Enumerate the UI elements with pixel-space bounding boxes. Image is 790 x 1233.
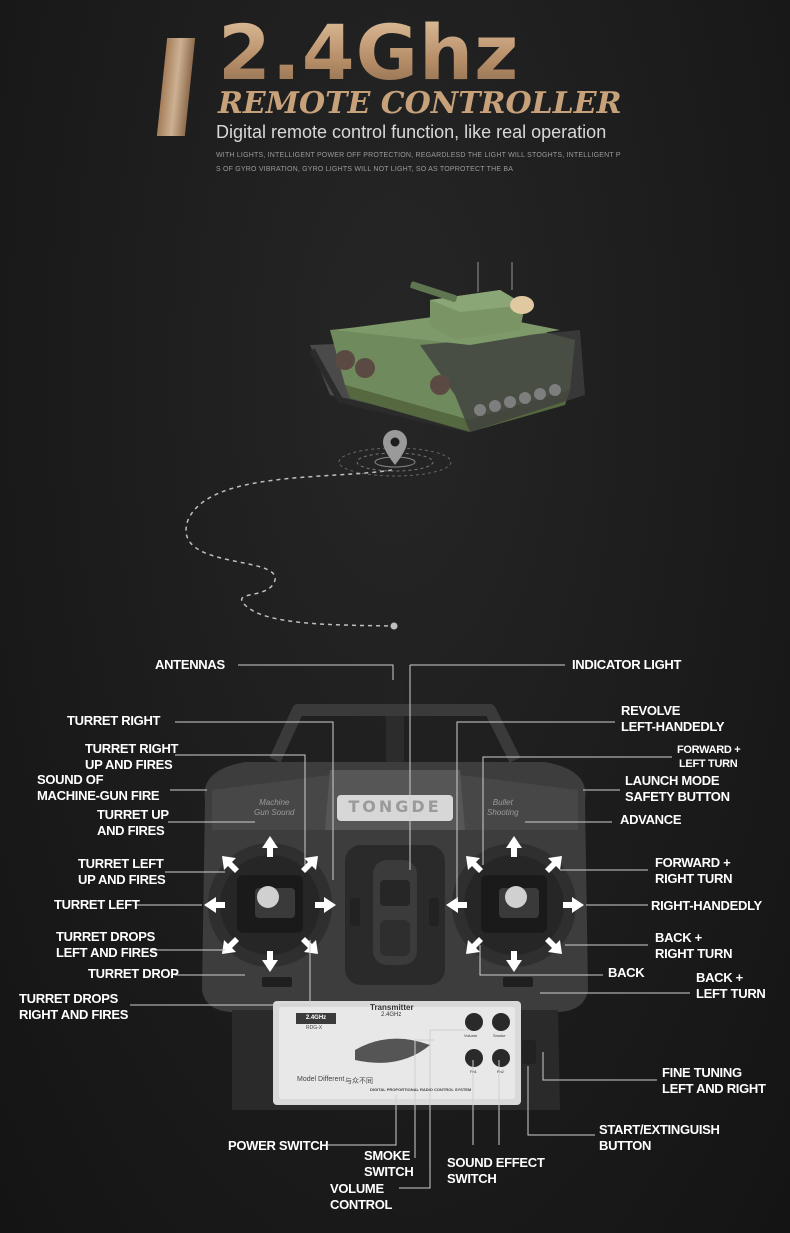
arrow-down-icon [506, 951, 522, 972]
arrow-left-icon [446, 897, 467, 913]
panel-title: Transmitter [370, 1003, 414, 1012]
location-pin-icon [383, 430, 407, 465]
diagonal-arrow-icon [222, 937, 239, 954]
note-line-1: WITH LIGHTS, INTELLIGENT POWER OFF PROTE… [216, 152, 621, 159]
diagonal-arrow-icon [545, 856, 562, 873]
panel-model: Model Different [297, 1076, 345, 1083]
arrow-up-icon [506, 836, 522, 857]
arrow-right-icon [563, 897, 584, 913]
label-back-left: BACK +LEFT TURN [696, 970, 766, 1001]
panel-badge: 2.4GHz [296, 1013, 336, 1024]
label-forward-left: FORWARD +LEFT TURN [677, 744, 741, 770]
label-forward-right: FORWARD +RIGHT TURN [655, 855, 733, 886]
diagonal-arrow-icon [466, 937, 483, 954]
label-back: BACK [608, 965, 645, 980]
diagonal-arrow-icon [466, 856, 483, 873]
page-title: 2.4Ghz [218, 8, 520, 97]
arrow-right-icon [315, 897, 336, 913]
remote-controller [202, 675, 588, 1110]
panel-model-code: RDG-X [306, 1025, 323, 1031]
knob-label-fn1: Fn1 [470, 1069, 477, 1074]
label-power-switch: POWER SWITCH [228, 1138, 329, 1153]
path-end-dot [390, 622, 398, 630]
panel-system: DIGITAL PROPORTIONAL RADIO CONTROL SYSTE… [370, 1087, 472, 1092]
knob-label-fn2: Fn2 [497, 1069, 504, 1074]
tank-image [309, 262, 585, 433]
panel-freq: 2.4GHz [381, 1012, 402, 1018]
label-right-handedly: RIGHT-HANDEDLY [651, 898, 762, 913]
label-indicator-light: INDICATOR LIGHT [572, 657, 682, 672]
diagonal-arrow-icon [222, 856, 239, 873]
arrow-left-icon [204, 897, 225, 913]
note-line-2: S OF GYRO VIBRATION, GYRO LIGHTS WILL NO… [216, 166, 514, 173]
label-turret-left: TURRET LEFT [54, 897, 140, 912]
diagonal-arrow-icon [545, 937, 562, 954]
label-back-right: BACK +RIGHT TURN [655, 930, 733, 961]
tagline: Digital remote control function, like re… [216, 122, 607, 142]
label-advance: ADVANCE [620, 812, 682, 827]
label-antennas: ANTENNAS [155, 657, 225, 672]
arrow-up-icon [262, 836, 278, 857]
knob-label-volume: Volume [464, 1033, 478, 1038]
label-turret-drop: TURRET DROP [88, 966, 179, 981]
label-turret-right: TURRET RIGHT [67, 713, 161, 728]
panel-brand-cn: 与众不同 [345, 1078, 373, 1085]
knob-label-smoke: Smoke [493, 1033, 506, 1038]
page-subtitle: REMOTE CONTROLLER [218, 86, 622, 121]
dashed-path [185, 469, 394, 627]
diagonal-arrow-icon [301, 856, 318, 873]
brand-plate: TONGDE [348, 797, 442, 816]
arrow-down-icon [262, 951, 278, 972]
leader-lines [130, 664, 690, 1189]
